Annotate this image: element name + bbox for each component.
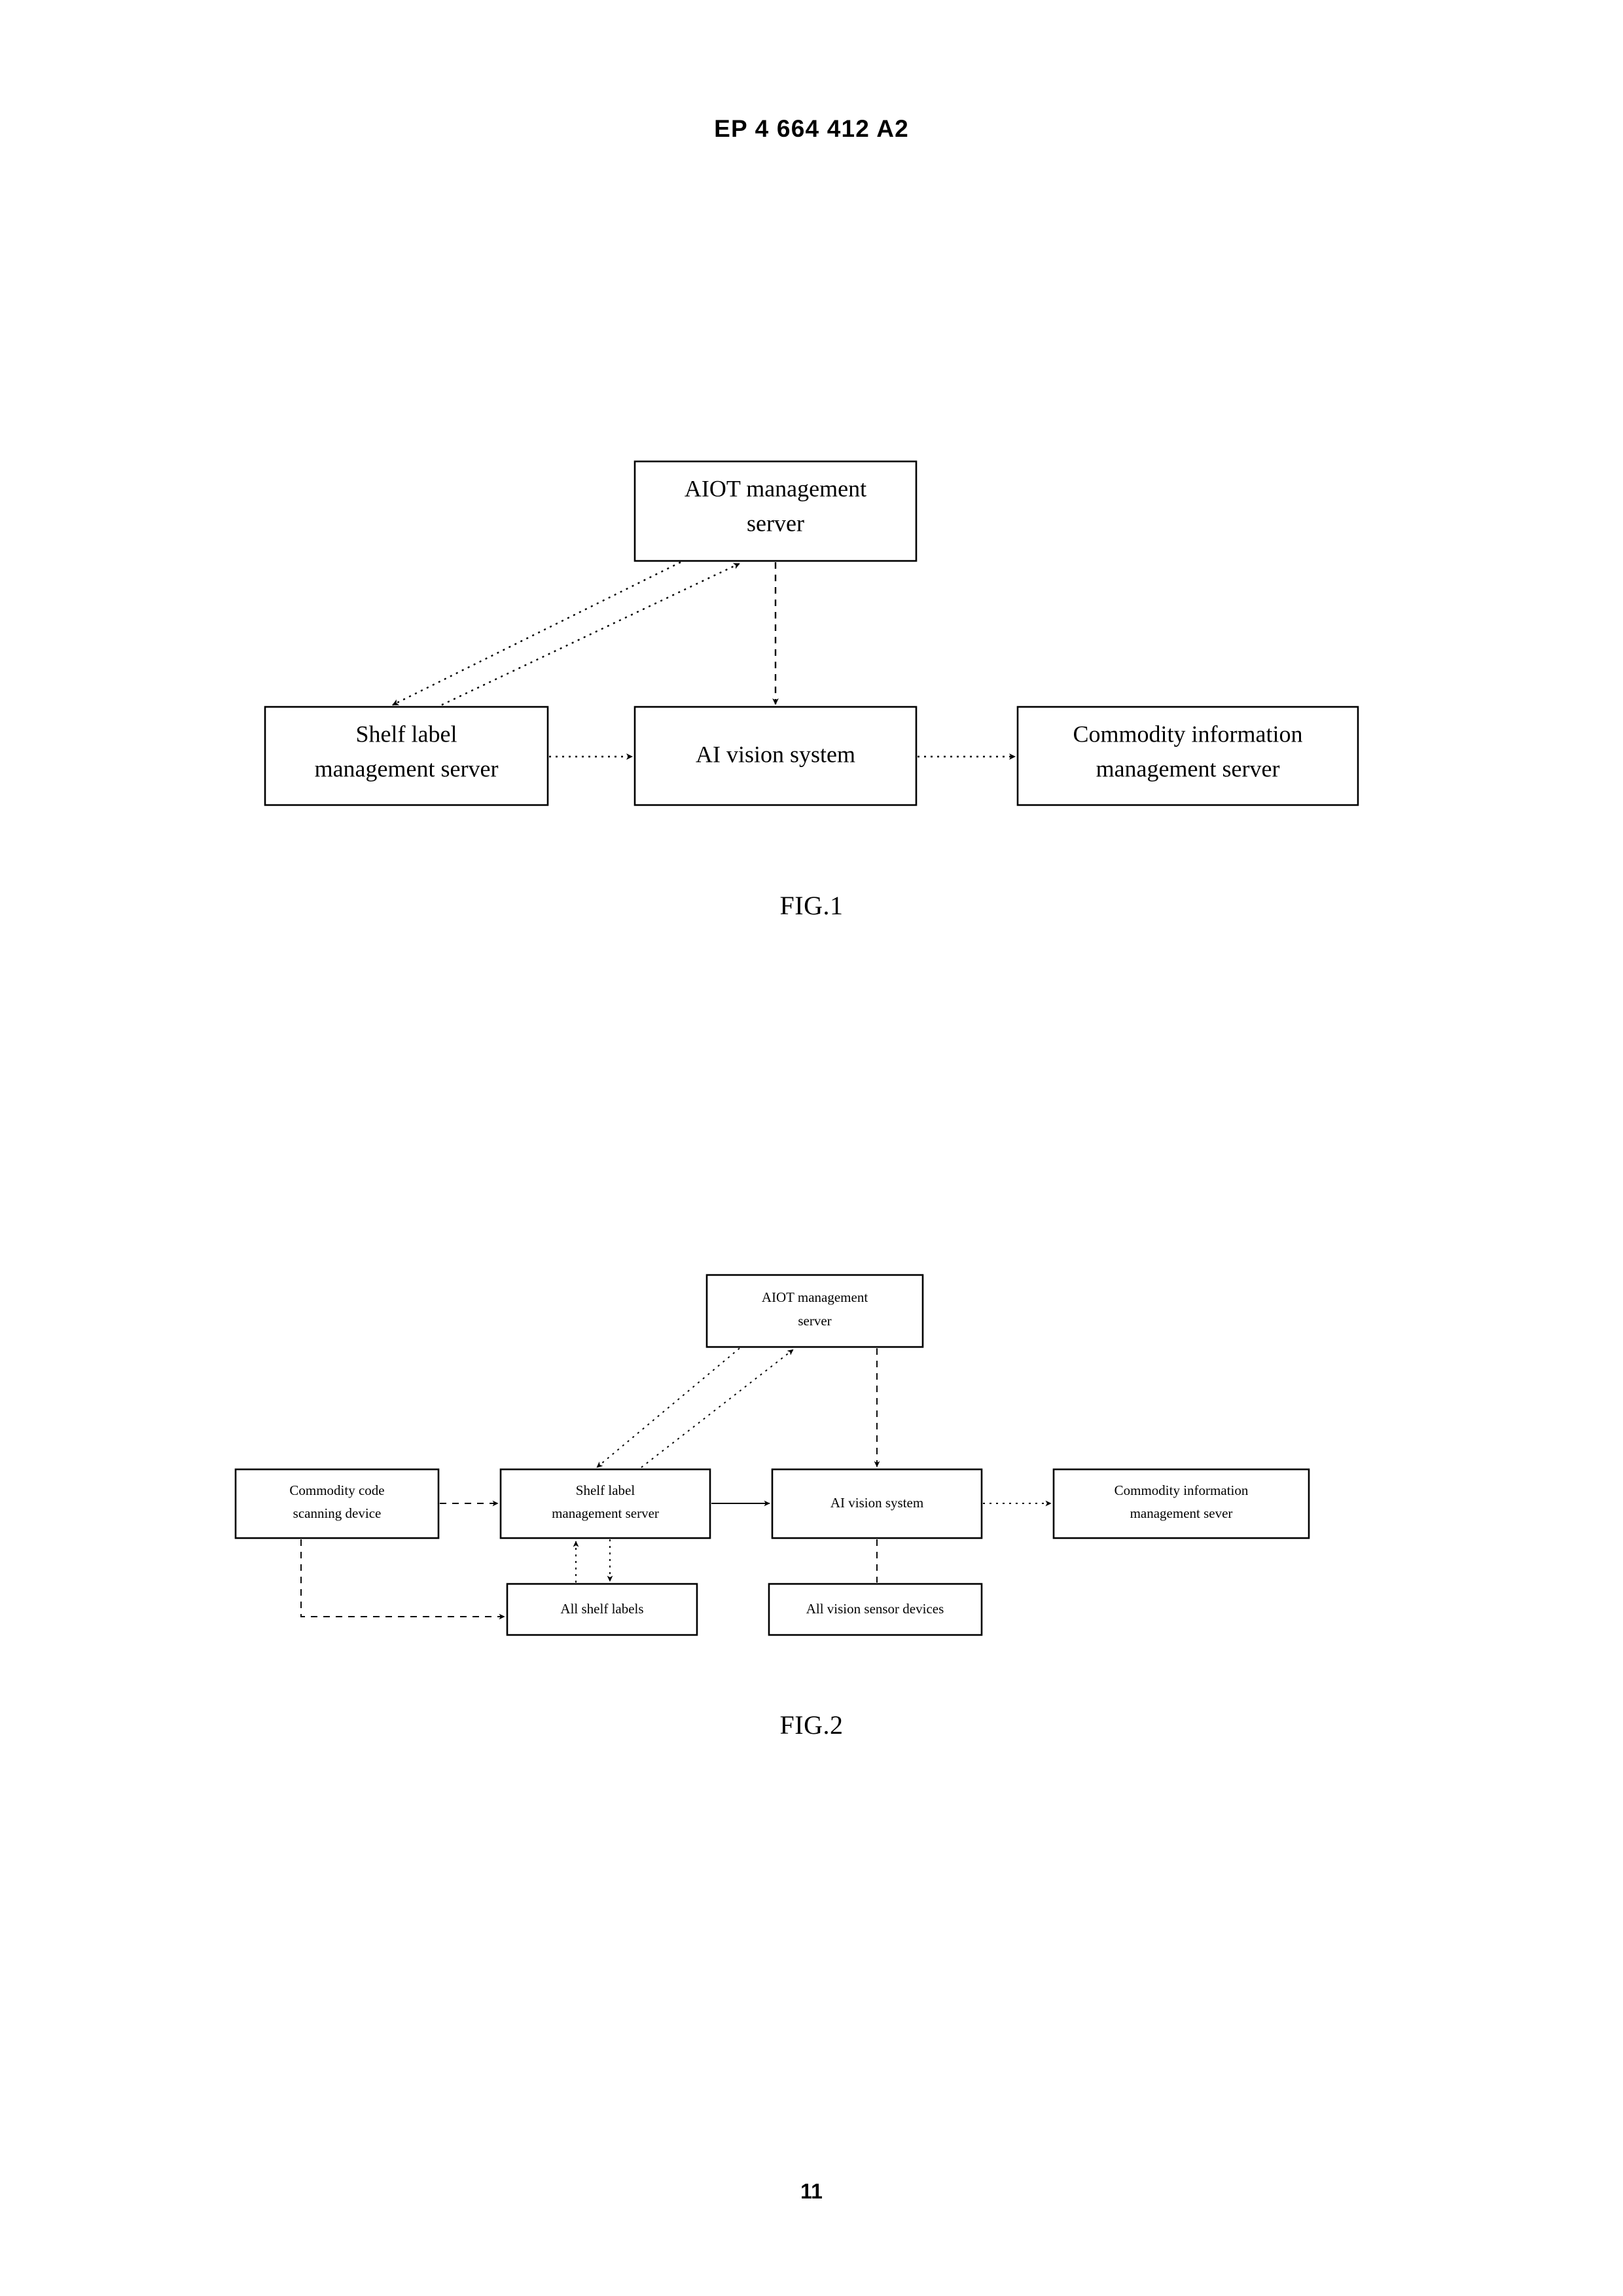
fig2-scanner-label-line1: Commodity code (289, 1482, 384, 1498)
fig2-shelf-label-line2: management server (552, 1505, 659, 1521)
fig1-edge-aiot-to-shelf (392, 561, 681, 706)
figure-1: AIOT management server Shelf label manag… (0, 419, 1623, 921)
fig1-shelf-label-line1: Shelf label (356, 721, 457, 747)
fig2-all-vision-sensors-label: All vision sensor devices (806, 1601, 944, 1617)
fig1-shelf-label-line2: management server (315, 755, 499, 781)
fig1-node-shelf-label-management-server: Shelf label management server (264, 706, 549, 806)
figure-2-caption: FIG.2 (779, 1710, 844, 1740)
fig2-all-shelf-labels-label: All shelf labels (560, 1601, 643, 1617)
fig2-scanner-label-line2: scanning device (293, 1505, 382, 1521)
fig1-vision-label: AI vision system (696, 741, 855, 767)
figure-2: AIOT management server Commodity code sc… (0, 1244, 1623, 1740)
figure-1-diagram: AIOT management server Shelf label manag… (264, 460, 1359, 806)
fig2-vision-label: AI vision system (830, 1495, 923, 1511)
page-number: 11 (800, 2179, 823, 2203)
fig2-edge-scanner-to-all-labels (300, 1539, 505, 1620)
fig1-aiot-label-line2: server (747, 510, 804, 536)
fig1-node-commodity-information-management-server: Commodity information management server (1016, 706, 1359, 806)
fig2-edge-aiot-to-shelf (596, 1348, 740, 1468)
fig1-node-ai-vision-system: AI vision system (633, 706, 918, 806)
fig2-commodity-label-line2: management sever (1130, 1505, 1233, 1521)
fig1-aiot-label-line1: AIOT management (685, 475, 866, 501)
fig2-node-ai-vision-system: AI vision system (771, 1468, 983, 1539)
figure-1-caption: FIG.1 (779, 891, 844, 920)
figure-2-diagram: AIOT management server Commodity code sc… (234, 1274, 1310, 1636)
fig1-node-aiot-management-server: AIOT management server (633, 460, 918, 562)
fig1-commodity-label-line2: management server (1096, 755, 1280, 781)
fig2-node-all-vision-sensor-devices: All vision sensor devices (768, 1583, 983, 1636)
fig2-node-commodity-information-management-sever: Commodity information management sever (1052, 1468, 1310, 1539)
fig2-node-all-shelf-labels: All shelf labels (506, 1583, 698, 1636)
fig1-edge-shelf-to-aiot (441, 562, 740, 706)
fig2-edge-shelf-to-aiot (641, 1349, 794, 1468)
fig2-aiot-label-line1: AIOT management (762, 1289, 868, 1305)
fig2-aiot-label-line2: server (798, 1313, 831, 1329)
fig1-commodity-label-line1: Commodity information (1073, 721, 1303, 747)
fig2-shelf-label-line1: Shelf label (576, 1482, 635, 1498)
fig2-node-shelf-label-management-server: Shelf label management server (499, 1468, 711, 1539)
fig2-commodity-label-line1: Commodity information (1115, 1482, 1249, 1498)
fig2-node-commodity-code-scanning-device: Commodity code scanning device (234, 1468, 440, 1539)
fig2-node-aiot-management-server: AIOT management server (705, 1274, 924, 1348)
patent-publication-number: EP 4 664 412 A2 (714, 115, 909, 142)
